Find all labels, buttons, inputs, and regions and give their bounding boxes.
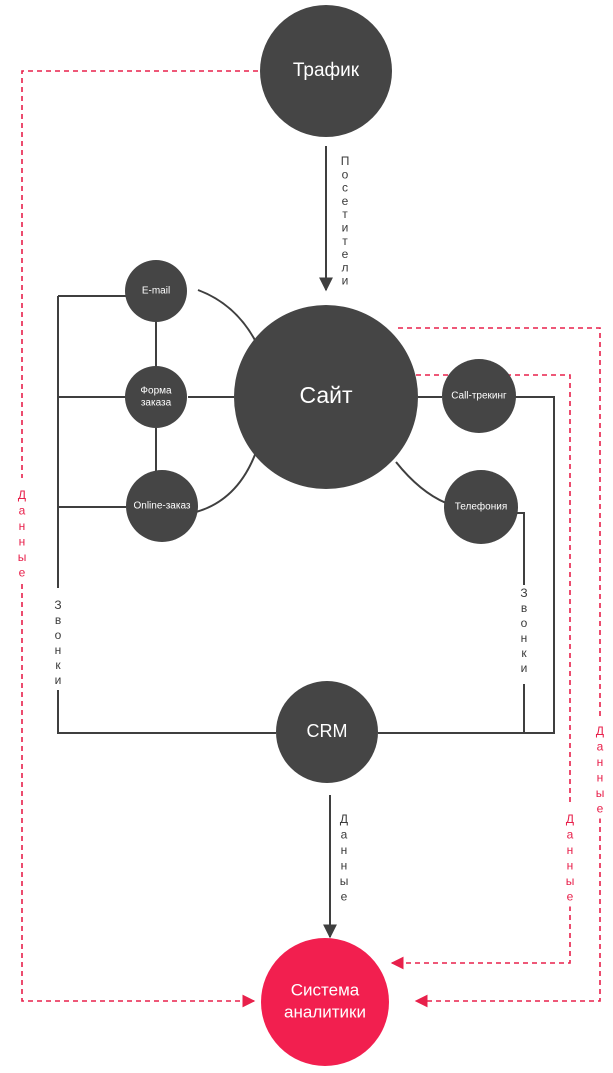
node-email: E-mail xyxy=(125,260,187,322)
edge-calltracking-crm xyxy=(378,396,555,734)
label-data-right-inner-backdrop xyxy=(562,811,578,907)
node-site-label: Сайт xyxy=(299,382,353,408)
edge-data-calltracking-analytics xyxy=(416,374,571,802)
node-analytics-label-line1: Система xyxy=(291,980,360,999)
node-telephony: Телефония xyxy=(444,470,518,544)
node-analytics: Система аналитики xyxy=(261,938,389,1066)
edge-left-bus-bottom xyxy=(57,690,276,734)
edge-data-calltracking-analytics-lower xyxy=(390,906,571,970)
node-traffic: Трафик xyxy=(260,5,392,137)
node-traffic-label: Трафик xyxy=(293,60,360,81)
node-order-form-label-line2: заказа xyxy=(141,398,172,409)
edge-data-traffic-analytics-lower xyxy=(21,584,256,1008)
node-crm-label: CRM xyxy=(307,721,348,741)
node-order-form-label-line1: Форма xyxy=(140,386,172,397)
label-data-right-outer-backdrop xyxy=(592,723,608,819)
label-calls-left-backdrop xyxy=(50,597,66,690)
label-calls-right-backdrop xyxy=(516,585,532,678)
node-online-order-label: Online-заказ xyxy=(133,501,190,512)
node-call-tracking: Call-трекинг xyxy=(442,359,516,433)
node-analytics-label-line2: аналитики xyxy=(284,1002,366,1021)
label-data-crm-backdrop xyxy=(336,811,352,907)
label-visitors-backdrop xyxy=(337,153,353,291)
node-order-form: Форма заказа xyxy=(125,366,187,428)
node-telephony-label: Телефония xyxy=(455,501,508,513)
edge-online-site xyxy=(195,451,257,513)
edge-site-telephony xyxy=(395,461,447,504)
edge-data-site-analytics xyxy=(398,327,601,716)
edge-telephony-crm xyxy=(516,512,525,586)
edge-email-site xyxy=(197,289,259,347)
node-call-tracking-label: Call-трекинг xyxy=(451,391,507,402)
label-data-left-backdrop xyxy=(14,487,30,583)
node-site: Сайт xyxy=(234,305,418,489)
edge-data-traffic-analytics xyxy=(21,70,258,478)
node-crm: CRM xyxy=(276,681,378,783)
edge-data-site-analytics-lower xyxy=(414,818,601,1008)
node-online-order: Online-заказ xyxy=(126,470,198,542)
node-email-label: E-mail xyxy=(142,286,170,297)
